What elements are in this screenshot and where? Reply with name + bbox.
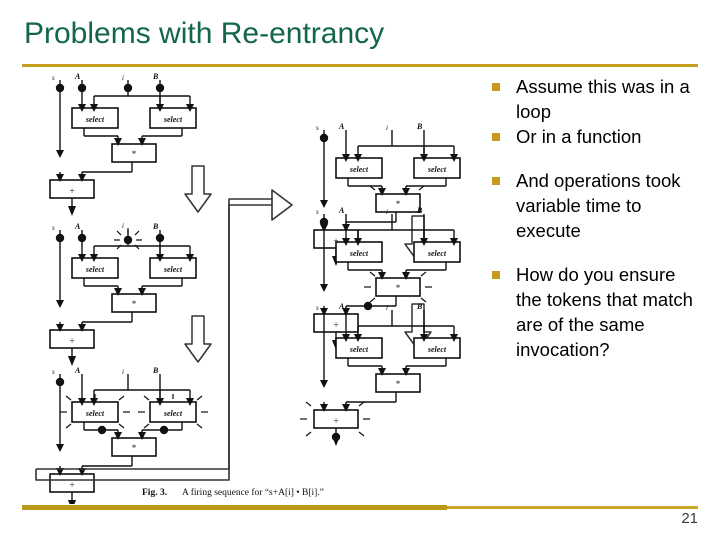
svg-text:+: + bbox=[69, 480, 74, 490]
square-bullet-icon bbox=[492, 133, 500, 141]
footer-divider-left bbox=[22, 505, 447, 510]
svg-text:select: select bbox=[163, 409, 183, 418]
spark-add bbox=[300, 401, 370, 445]
svg-text:select: select bbox=[349, 249, 369, 258]
svg-text:A: A bbox=[74, 366, 81, 375]
panel-5-dataflow-graph: s A i B select select * + bbox=[313, 206, 461, 350]
svg-text:A: A bbox=[338, 302, 345, 311]
svg-text:A: A bbox=[74, 222, 81, 231]
spacer bbox=[492, 243, 704, 262]
svg-text:select: select bbox=[427, 345, 447, 354]
svg-text:select: select bbox=[163, 265, 183, 274]
spark-select-right bbox=[138, 394, 208, 429]
svg-text:select: select bbox=[427, 165, 447, 174]
svg-text:B: B bbox=[416, 122, 423, 131]
flow-arrow-down-1 bbox=[184, 165, 212, 213]
svg-text:s: s bbox=[316, 208, 319, 216]
svg-text:+: + bbox=[69, 336, 74, 346]
svg-text:select: select bbox=[85, 265, 105, 274]
figure-firing-sequence: s A i B select select * + bbox=[16, 68, 476, 504]
page-title: Problems with Re-entrancy bbox=[24, 17, 385, 50]
flow-arrow-elbow bbox=[35, 189, 293, 481]
footer-divider-right bbox=[447, 506, 698, 509]
spark-multiply-pre bbox=[369, 185, 425, 191]
list-item: Assume this was in a loop bbox=[492, 74, 704, 124]
spark-i-port bbox=[114, 228, 142, 250]
svg-text:s: s bbox=[316, 304, 319, 312]
svg-text:*: * bbox=[396, 199, 401, 209]
svg-text:select: select bbox=[349, 165, 369, 174]
bullet-text: How do you ensure the tokens that match … bbox=[516, 264, 693, 360]
svg-text:i: i bbox=[386, 208, 388, 216]
figure-caption-label: Fig. 3. bbox=[142, 488, 167, 498]
svg-text:select: select bbox=[349, 345, 369, 354]
svg-text:+: + bbox=[333, 416, 338, 426]
svg-text:i: i bbox=[386, 124, 388, 132]
svg-text:+: + bbox=[69, 186, 74, 196]
svg-text:*: * bbox=[132, 443, 137, 453]
panel-6-dataflow-graph: s A i B select select * + bbox=[300, 302, 461, 446]
list-item: Or in a function bbox=[492, 124, 704, 149]
page-number: 21 bbox=[681, 510, 698, 527]
svg-text:s: s bbox=[52, 224, 55, 232]
svg-text:s: s bbox=[316, 124, 319, 132]
svg-text:i: i bbox=[122, 74, 124, 82]
svg-text:*: * bbox=[132, 299, 137, 309]
panel-3-dataflow-graph: s A i B select select * + bbox=[49, 366, 208, 504]
svg-text:*: * bbox=[396, 379, 401, 389]
svg-text:*: * bbox=[396, 283, 401, 293]
svg-text:+: + bbox=[333, 320, 338, 330]
svg-text:select: select bbox=[427, 249, 447, 258]
spark-multiply bbox=[364, 271, 432, 303]
list-item: How do you ensure the tokens that match … bbox=[492, 262, 704, 362]
figure-caption-text: A firing sequence for “s+A[i] • B[i].” bbox=[182, 487, 324, 498]
bullet-text: And operations took variable time to exe… bbox=[516, 170, 681, 241]
panel-4-dataflow-graph: s A i B select select * + bbox=[313, 122, 461, 266]
svg-text:A: A bbox=[338, 122, 345, 131]
svg-text:*: * bbox=[132, 149, 137, 159]
svg-text:select: select bbox=[85, 409, 105, 418]
svg-text:i: i bbox=[122, 222, 124, 230]
svg-text:B: B bbox=[152, 72, 159, 81]
svg-text:i: i bbox=[386, 304, 388, 312]
square-bullet-icon bbox=[492, 271, 500, 279]
svg-text:B: B bbox=[152, 366, 159, 375]
spacer bbox=[492, 149, 704, 168]
svg-text:B: B bbox=[416, 302, 423, 311]
svg-text:i: i bbox=[122, 368, 124, 376]
svg-text:A: A bbox=[338, 206, 345, 215]
svg-text:s: s bbox=[52, 74, 55, 82]
title-divider bbox=[22, 64, 698, 67]
svg-text:B: B bbox=[152, 222, 159, 231]
panel-2-dataflow-graph: s A i B select select * + bbox=[49, 222, 197, 366]
svg-text:select: select bbox=[85, 115, 105, 124]
svg-text:s: s bbox=[52, 368, 55, 376]
panel-1-dataflow-graph: s A i B select select * + bbox=[49, 72, 197, 216]
svg-text:B: B bbox=[416, 206, 423, 215]
bullet-list: Assume this was in a loop Or in a functi… bbox=[492, 74, 704, 362]
square-bullet-icon bbox=[492, 83, 500, 91]
svg-text:+: + bbox=[333, 236, 338, 246]
svg-text:A: A bbox=[74, 72, 81, 81]
list-item: And operations took variable time to exe… bbox=[492, 168, 704, 243]
square-bullet-icon bbox=[492, 177, 500, 185]
svg-text:select: select bbox=[163, 115, 183, 124]
spark-select-left bbox=[60, 394, 130, 429]
bullet-text: Or in a function bbox=[516, 126, 642, 147]
bullet-text: Assume this was in a loop bbox=[516, 76, 690, 122]
flow-arrow-down-2 bbox=[184, 315, 212, 363]
